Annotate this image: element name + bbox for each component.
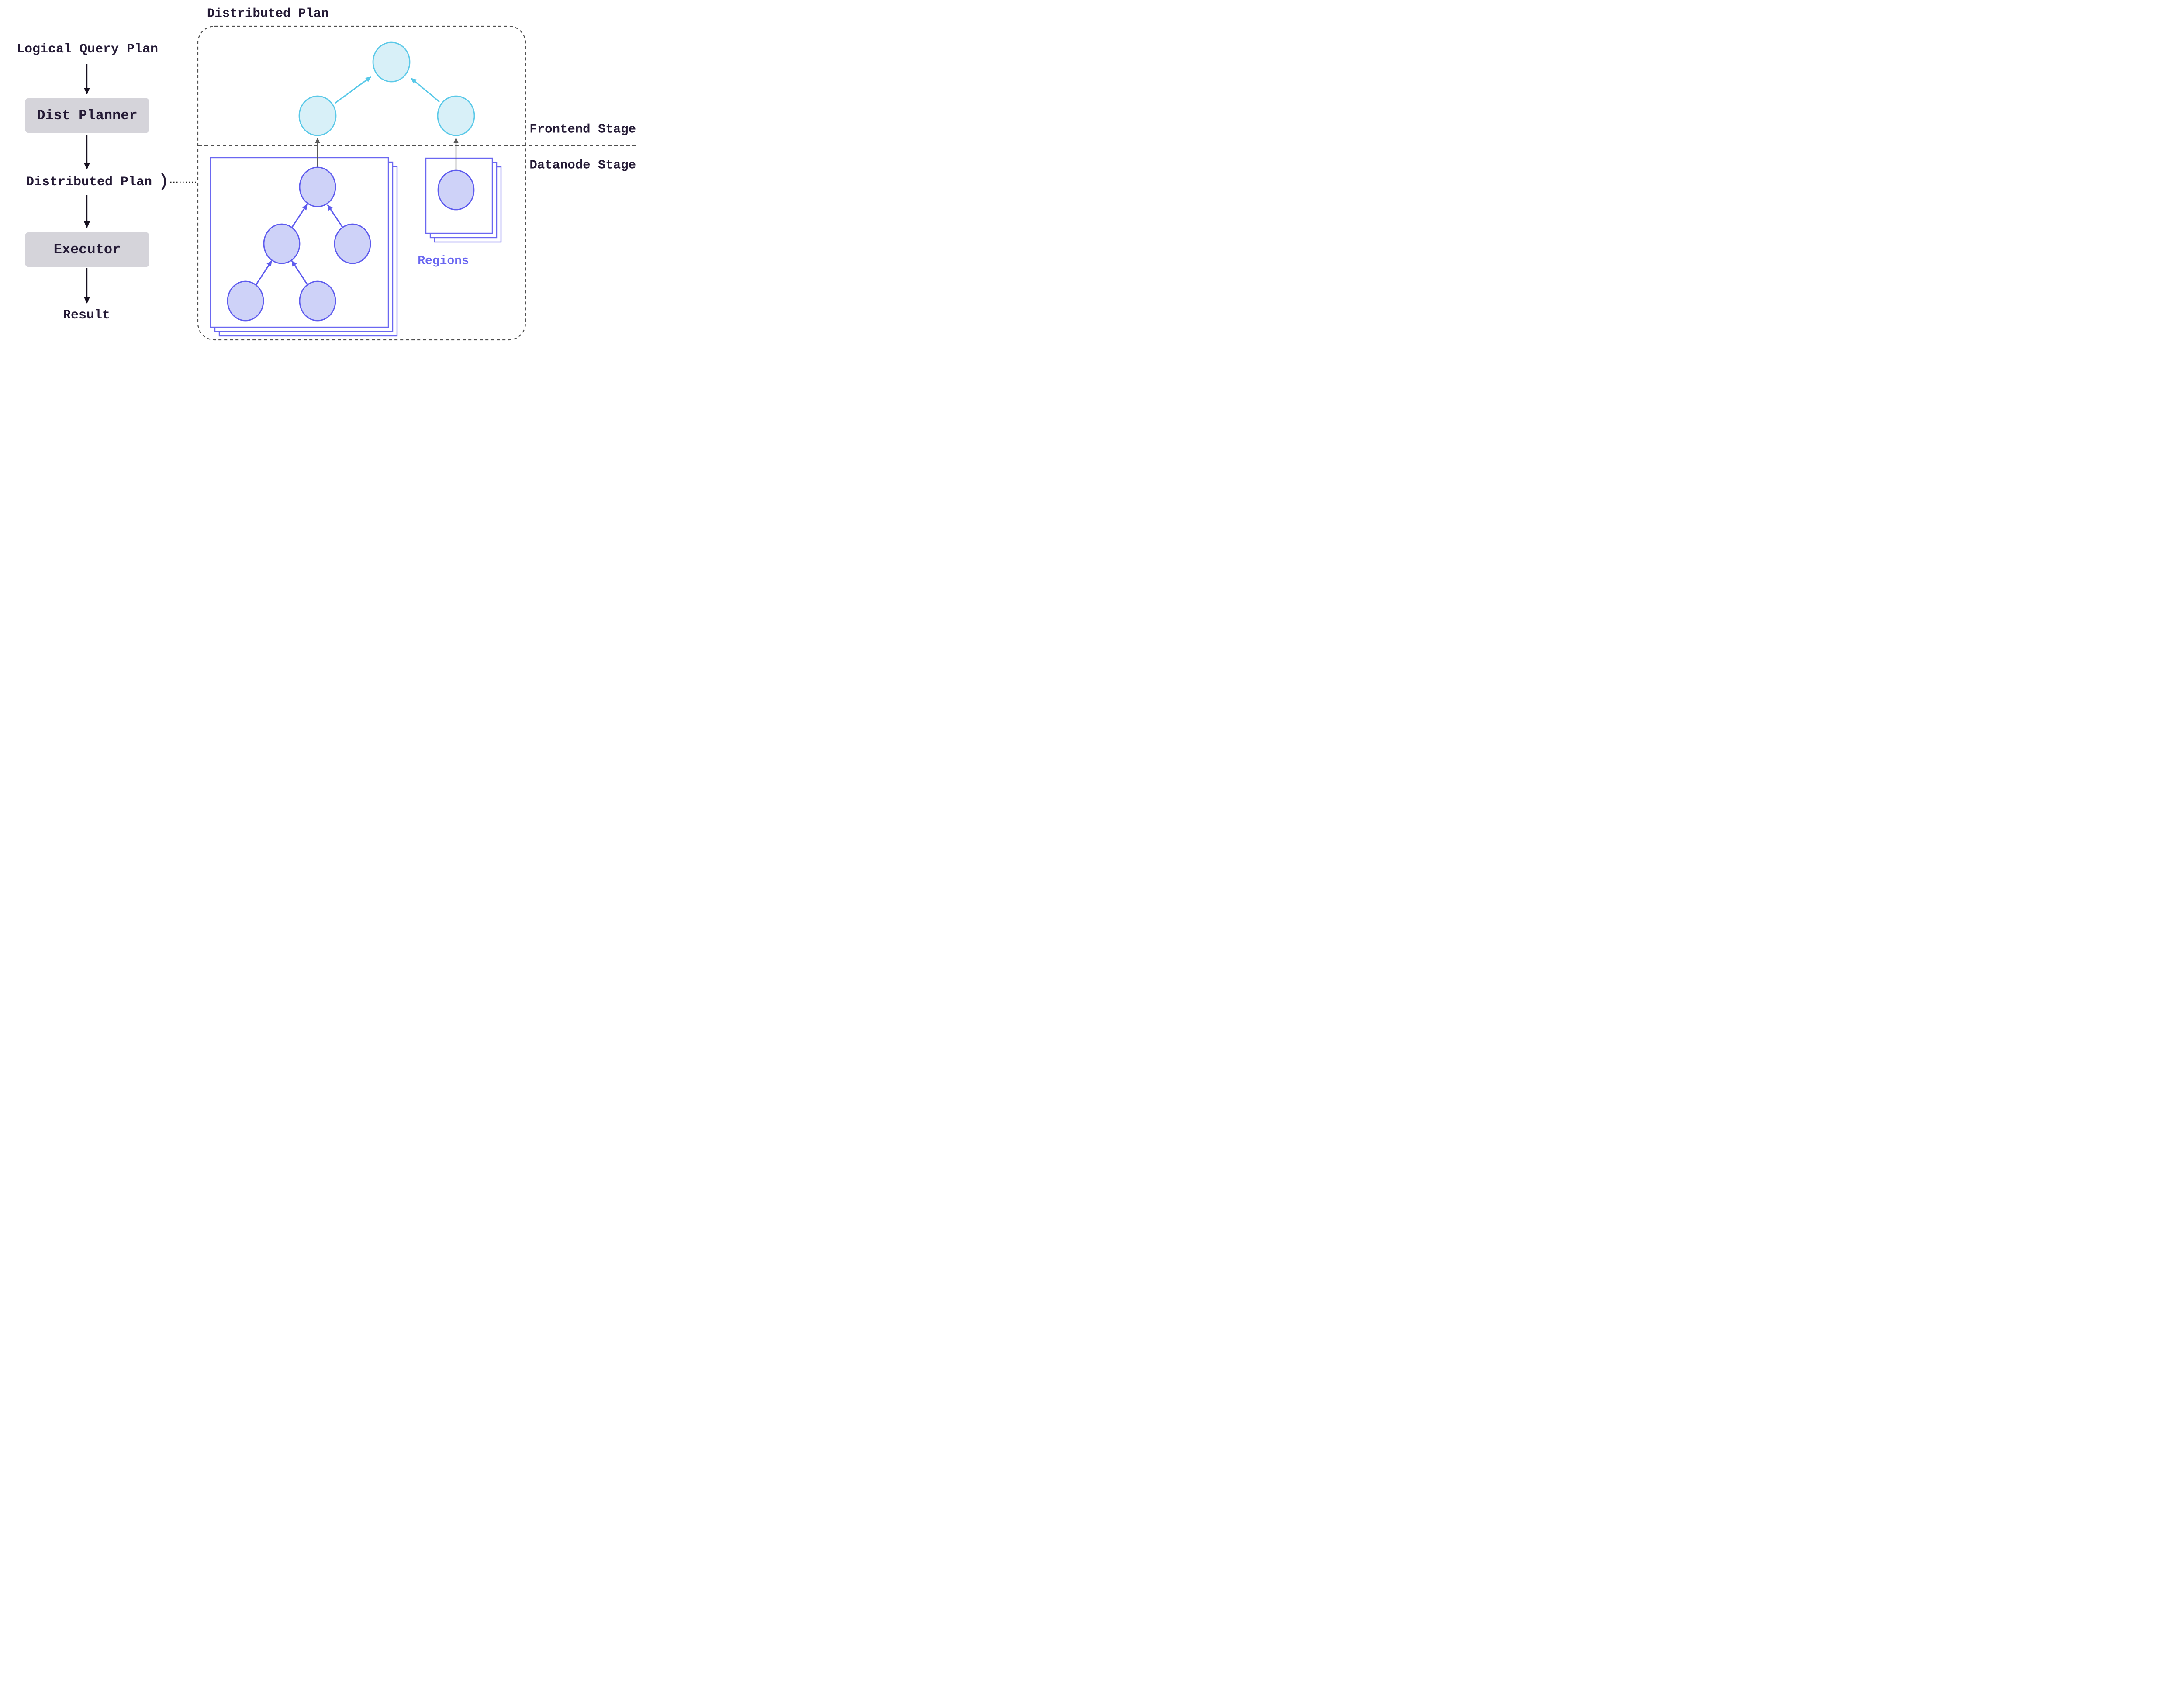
frontend-stage-label: Frontend Stage <box>529 122 636 137</box>
dist-planner-label: Dist Planner <box>37 107 138 124</box>
distributed-plan-bracket: ) <box>157 171 169 193</box>
distributed-plan-diagram: Logical Query Plan Dist Planner Distribu… <box>0 0 638 342</box>
datanode-mid-left-node <box>263 223 301 264</box>
frontend-right-node <box>437 95 475 136</box>
frontend-tree-arrows <box>335 76 440 104</box>
edge-frontend-left-root <box>335 76 371 104</box>
executor-label: Executor <box>53 242 121 258</box>
diagram-shapes-layer <box>84 25 637 341</box>
frontend-root-node <box>372 41 411 83</box>
datanode-tree-nodes <box>227 166 475 322</box>
edge-bottommid-midleft <box>291 260 308 285</box>
stage-arrows <box>315 138 459 171</box>
executor-box: Executor <box>25 232 149 267</box>
edge-frontend-right-root <box>411 77 440 103</box>
datanode-tree-arrows <box>255 204 343 285</box>
edge-bottomleft-midleft <box>255 260 273 285</box>
distributed-plan-panel-title: Distributed Plan <box>207 6 329 21</box>
regions-label: Regions <box>418 254 469 268</box>
distributed-plan-label: Distributed Plan <box>26 175 152 190</box>
datanode-root-node <box>299 166 336 207</box>
result-label: Result <box>62 308 111 323</box>
frontend-left-node <box>298 95 337 136</box>
datanode-bottom-mid-node <box>299 280 336 322</box>
datanode-bottom-left-node <box>227 280 264 322</box>
edge-midright-root <box>327 204 343 228</box>
edge-midleft-root <box>291 204 308 228</box>
datanode-mid-right-node <box>334 223 371 264</box>
distributed-plan-container <box>197 25 526 341</box>
dist-planner-box: Dist Planner <box>25 98 149 133</box>
datanode-right-region-node <box>437 169 475 211</box>
frontend-tree-nodes <box>298 41 475 136</box>
logical-query-plan-label: Logical Query Plan <box>16 42 159 57</box>
datanode-stage-label: Datanode Stage <box>529 158 636 173</box>
